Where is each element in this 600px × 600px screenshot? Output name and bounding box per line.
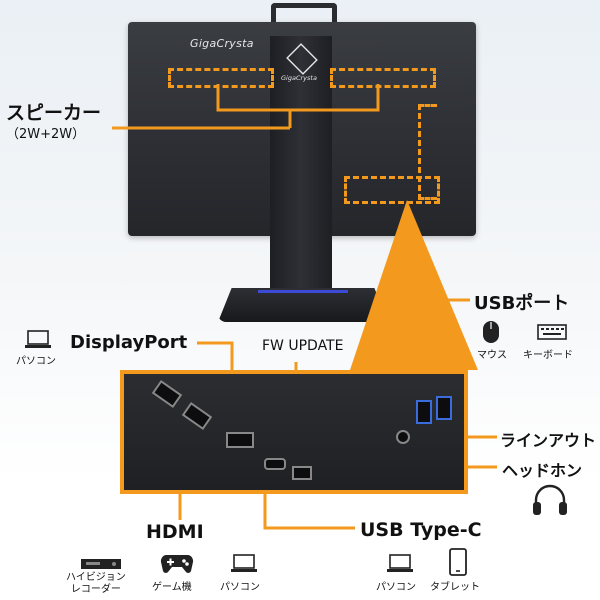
mouse-icon — [483, 321, 499, 343]
keyboard-icon — [537, 324, 567, 340]
mouse-label: マウス — [477, 350, 507, 361]
pc-label-usbc: パソコン — [376, 582, 416, 593]
emblem-text: GigaCrysta — [281, 74, 317, 82]
brand-logo: GigaCrysta — [190, 37, 254, 50]
line-out-label: ラインアウト — [500, 431, 597, 450]
hdmi-label: HDMI — [146, 521, 204, 543]
recorder-label: ハイビジョン レコーダー — [66, 572, 126, 596]
speaker-label: スピーカー — [6, 102, 102, 124]
pc-label-displayport: パソコン — [16, 356, 56, 367]
fw-update-port — [292, 466, 312, 480]
displayport-label: DisplayPort — [70, 332, 188, 353]
port-area-box — [418, 104, 437, 200]
laptop-icon — [25, 330, 51, 348]
speaker-box-right — [330, 68, 436, 88]
hdmi-port-2 — [181, 401, 213, 431]
usb-type-c-label: USB Type-C — [360, 519, 482, 541]
port-area-box-bottom — [344, 176, 440, 204]
pc-label-hdmi: パソコン — [220, 582, 260, 593]
headphones-icon — [533, 484, 567, 515]
keyboard-label: キーボード — [523, 350, 573, 361]
tablet-label: タブレット — [430, 582, 480, 593]
gamepad-icon — [160, 555, 194, 573]
usb-port-label: USBポート — [474, 293, 570, 314]
usb-a-port-2 — [436, 396, 452, 420]
game-label: ゲーム機 — [152, 582, 192, 593]
speaker-spec: （2W+2W） — [6, 127, 86, 142]
laptop-icon — [231, 554, 257, 572]
displayport-port — [226, 432, 254, 448]
stand-base — [218, 288, 388, 322]
headphone-label: ヘッドホン — [502, 461, 583, 480]
usb-c-port — [264, 458, 286, 470]
hdmi-port-1 — [151, 379, 183, 409]
recorder-icon — [81, 559, 121, 569]
fw-update-label: FW UPDATE — [262, 338, 344, 354]
stand-neck — [270, 36, 332, 304]
laptop-icon — [387, 554, 413, 572]
port-panel-zoom — [120, 370, 468, 494]
speaker-box-left — [168, 68, 274, 88]
usb-a-port-1 — [416, 400, 432, 424]
tablet-icon — [449, 548, 467, 576]
audio-jack — [396, 430, 410, 444]
recorder-label-text: ハイビジョン レコーダー — [66, 572, 126, 595]
stand-accent — [258, 290, 348, 293]
